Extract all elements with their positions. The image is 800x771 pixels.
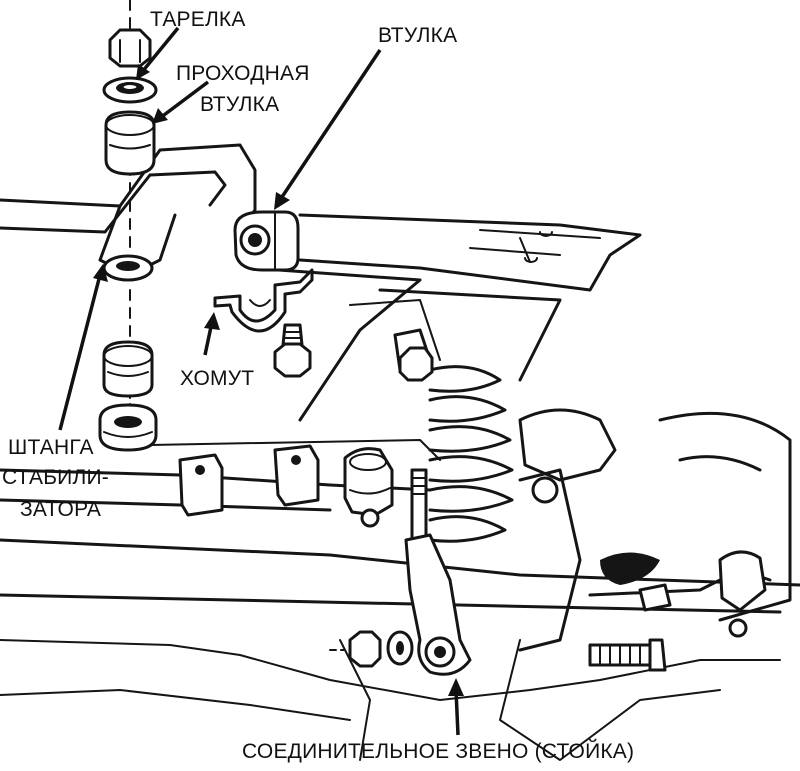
arrow-shtanga: [58, 274, 102, 431]
label-shtanga-line3: ЗАТОРА: [20, 498, 102, 521]
clamp: [213, 268, 314, 378]
arrow-zveno: [454, 689, 460, 736]
label-shtanga-line1: ШТАНГА: [8, 436, 94, 459]
connecting-link: [329, 468, 472, 676]
arrow-tarelka: [140, 26, 180, 74]
label-prokhodnaya-line2: ВТУЛКА: [200, 93, 280, 116]
link-bolt-stack: [98, 0, 158, 452]
knuckle-assembly: [518, 408, 792, 672]
arrow-prokhodnaya: [158, 80, 210, 120]
label-shtanga-line2: СТАБИЛИ-: [2, 466, 109, 489]
label-khomut: ХОМУТ: [180, 367, 255, 390]
label-prokhodnaya-line1: ПРОХОДНАЯ: [176, 62, 310, 85]
coil-spring: [349, 299, 514, 543]
label-vtulka: ВТУЛКА: [378, 24, 458, 47]
arrow-vtulka: [278, 49, 382, 201]
label-zveno: СОЕДИНИТЕЛЬНОЕ ЗВЕНО (СТОЙКА): [242, 740, 635, 763]
callout-arrows: [58, 26, 464, 736]
bar-bushing: [233, 210, 300, 272]
label-tarelka: ТАРЕЛКА: [150, 8, 246, 31]
bar-brackets: [178, 444, 394, 528]
